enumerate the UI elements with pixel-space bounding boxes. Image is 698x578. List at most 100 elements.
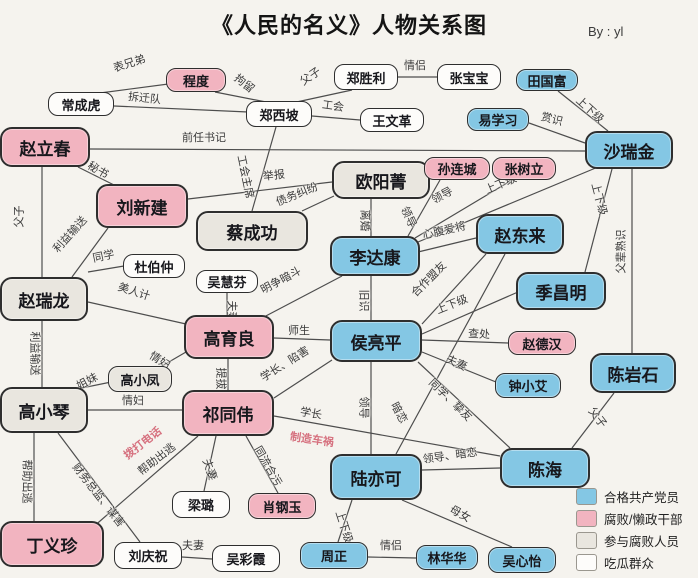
edge-qitongwei-dingyizhen: [91, 435, 199, 529]
node-chen-hai: 陈海: [500, 448, 590, 488]
legend-label: 参与腐败人员: [604, 534, 680, 549]
edge-luyike-wuxinyi: [401, 499, 513, 548]
node-gao-xiaofeng: 高小凤: [108, 366, 172, 392]
node-zheng-xipo: 郑西坡: [246, 101, 312, 127]
legend-label: 吃瓜群众: [604, 556, 655, 571]
node-ouyang-jing: 欧阳菁: [332, 161, 430, 199]
edge-chengdu-zhengxipo: [214, 91, 267, 103]
node-cheng-du: 程度: [166, 68, 226, 92]
edge-zhangshuli-lidakang: [414, 179, 513, 239]
node-zhao-dehan: 赵德汉: [508, 331, 576, 355]
node-qi-tongwei: 祁同伟: [182, 390, 274, 436]
edge-liuxinjian-zhaoruilong: [71, 227, 109, 278]
edge-zhaodonglai-houliangping: [421, 253, 487, 325]
edge-label-ouyangjing-lidakang: 离婚: [358, 209, 371, 232]
edge-yixuexi-sharuijin: [528, 122, 586, 144]
legend: 合格共产党员腐败/懒政干部参与腐败人员吃瓜群众: [576, 485, 696, 573]
edge-gaoyuliang-houliangping: [273, 337, 331, 341]
edge-label-lidakang-houliangping: 旧识: [357, 289, 370, 312]
edge-label-sharuijin-chenyanshi: 父辈熟识: [615, 229, 628, 274]
node-zhang-shuli: 张树立: [492, 157, 556, 180]
edge-zhaoruilong-dubozhong: [87, 265, 125, 273]
legend-item-blue: 合格共产党员: [576, 485, 696, 507]
legend-item-pink: 腐败/懒政干部: [576, 507, 696, 529]
edge-zhengxipo-wangwenge: [311, 115, 361, 121]
node-lin-huahua: 林华华: [416, 545, 478, 570]
edge-lidakang-sharuijin: [417, 166, 599, 243]
node-zhou-zheng: 周正: [300, 542, 368, 569]
edge-lidakang-zhaodonglai: [417, 237, 477, 253]
edge-gaoxiaoqin-liuqingzhu: [57, 432, 141, 543]
edge-luyike-chenhai: [421, 467, 501, 471]
edge-zhaoruilong-gaoyuliang: [87, 301, 187, 325]
edge-label-liuxinjian-ouyangjing: 举报: [262, 168, 286, 183]
edge-label-liuqingzhu-wucaixia: 夫妻: [182, 540, 204, 552]
node-li-dakang: 李达康: [330, 236, 420, 276]
node-wu-caixia: 吴彩霞: [212, 545, 280, 572]
edge-label-gaoxiaoqin-qitongwei: 情妇: [122, 395, 144, 407]
node-wu-huifen: 吴慧芬: [196, 270, 258, 293]
node-tian-guofu: 田国富: [516, 69, 578, 91]
node-gao-yuliang: 高育良: [184, 315, 274, 359]
edge-label-zhaoruilong-gaoxiaoqin: 利益输送: [28, 331, 41, 376]
edge-label-gaoyuliang-qitongwei: 提拔: [214, 367, 227, 390]
edge-houliangping-jichangming: [421, 291, 519, 335]
node-du-bozhong: 杜伯仲: [123, 254, 185, 278]
edge-label-houliangping-zhaodehan: 查处: [467, 328, 491, 342]
edge-changchenghu-zhengxipo: [113, 105, 249, 113]
edge-gaoyuliang-gaoxiaofeng: [161, 351, 187, 367]
legend-item-gray: 参与腐败人员: [576, 529, 696, 551]
edge-tianguofu-sharuijin: [557, 90, 609, 132]
node-wu-xinyi: 吴心怡: [488, 547, 556, 573]
edge-liuxinjian-ouyangjing: [187, 181, 333, 200]
edge-luyike-zhouzheng: [337, 499, 353, 543]
edge-label-gaoyuliang-houliangping: 师生: [288, 325, 310, 337]
legend-swatch-pink: [576, 509, 597, 527]
node-sha-ruijin: 沙瑞金: [585, 131, 673, 169]
legend-swatch-white: [576, 553, 597, 571]
node-liu-xinjian: 刘新建: [96, 184, 188, 228]
edge-label-zhengshengli-zhangbaobao: 情侣: [404, 60, 426, 72]
legend-swatch-gray: [576, 531, 597, 549]
node-yi-xuexi: 易学习: [467, 108, 529, 131]
edge-qitongwei-houliangping: [273, 359, 333, 399]
page-title: 《人民的名义》人物关系图: [210, 13, 487, 38]
node-ding-yizhen: 丁义珍: [0, 521, 104, 567]
legend-label: 合格共产党员: [604, 490, 680, 505]
edge-changchenghu-chengdu: [99, 82, 177, 94]
node-cai-chenggong: 蔡成功: [196, 211, 308, 251]
edge-qitongwei-xiaogangyu: [245, 435, 279, 494]
edge-zhengxipo-caichenggong: [251, 126, 277, 212]
edge-caichenggong-ouyangjing: [301, 195, 335, 212]
node-liang-lu: 梁璐: [172, 491, 230, 518]
legend-swatch-blue: [576, 487, 597, 505]
node-gao-xiaoqin: 高小琴: [0, 387, 88, 433]
node-wang-wenge: 王文革: [360, 108, 424, 132]
edge-sharuijin-jichangming: [584, 168, 613, 273]
node-zhao-ruilong: 赵瑞龙: [0, 277, 88, 321]
edge-label-gaoxiaoqin-dingyizhen: 帮助出逃: [20, 459, 33, 504]
node-xiao-gangyu: 肖钢玉: [248, 493, 316, 519]
node-hou-liangping: 侯亮平: [330, 320, 422, 362]
edge-zhaolichun-sharuijin: [89, 148, 586, 152]
byline: By : yl: [588, 24, 624, 39]
edge-label-zhaolichun-zhaoruilong: 父子: [13, 205, 26, 228]
edge-liuqingzhu-wucaixia: [181, 556, 213, 560]
node-chen-yanshi: 陈岩石: [590, 353, 676, 393]
node-zhong-xiaoai: 钟小艾: [495, 373, 561, 398]
edge-gaoyuliang-lidakang: [261, 275, 343, 319]
node-lu-yike: 陆亦可: [330, 454, 422, 500]
edge-sunliancheng-lidakang: [407, 179, 441, 237]
edge-zhengxipo-zhengshengli: [291, 89, 353, 104]
edge-zhaodonglai-luyike: [395, 253, 506, 455]
node-zhang-baobao: 张宝宝: [437, 64, 501, 90]
legend-item-white: 吃瓜群众: [576, 551, 696, 573]
node-sun-liancheng: 孙连城: [424, 157, 490, 180]
edge-zhouzheng-linhuahua: [367, 556, 417, 559]
node-zhao-donglai: 赵东来: [476, 214, 564, 254]
edge-label-zhouzheng-linhuahua: 情侣: [380, 540, 402, 552]
legend-label: 腐败/懒政干部: [604, 512, 683, 527]
edge-houliangping-chenhai: [417, 361, 511, 449]
